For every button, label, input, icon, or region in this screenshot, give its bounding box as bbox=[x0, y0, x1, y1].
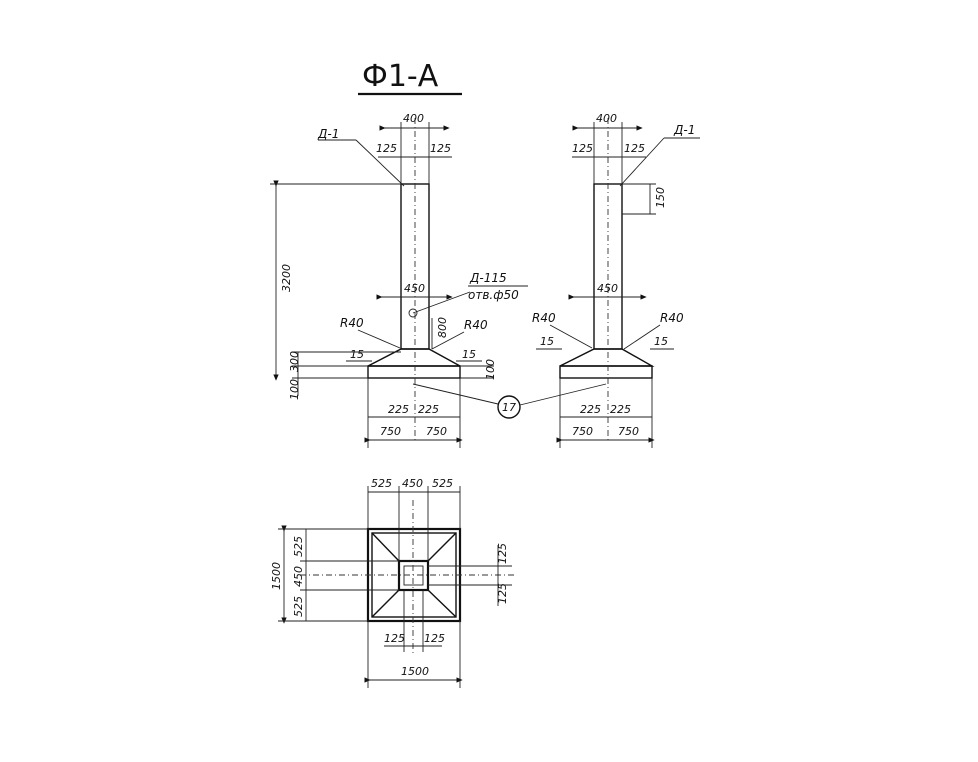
plan-top-c: 525 bbox=[432, 477, 453, 490]
left-top-half-r: 125 bbox=[430, 142, 451, 155]
plan-left-a: 525 bbox=[292, 536, 305, 557]
left-radius-r: R40 bbox=[464, 318, 488, 332]
right-dim-150: 150 bbox=[654, 187, 667, 208]
left-base-l: 750 bbox=[380, 425, 401, 438]
plan-view: 525 450 525 1500 525 450 525 125 125 125… bbox=[270, 477, 515, 688]
right-tag-top: Д-1 bbox=[673, 123, 695, 137]
left-center-r: 225 bbox=[418, 403, 439, 416]
plan-bottom-a: 125 bbox=[384, 632, 405, 645]
left-center-l: 225 bbox=[388, 403, 409, 416]
right-elevation: 400 125 125 Д-1 150 450 R40 R40 15 15 22… bbox=[519, 112, 700, 448]
right-radius-l: R40 bbox=[532, 311, 556, 325]
callout-17: 17 bbox=[502, 401, 516, 414]
plan-top-b: 450 bbox=[402, 477, 423, 490]
left-top-width: 400 bbox=[403, 112, 424, 125]
right-mid-width: 450 bbox=[597, 282, 618, 295]
left-top-half-l: 125 bbox=[376, 142, 397, 155]
right-base-l: 750 bbox=[572, 425, 593, 438]
left-radius-l: R40 bbox=[340, 316, 364, 330]
left-mid-width: 450 bbox=[404, 282, 425, 295]
right-top-width: 400 bbox=[596, 112, 617, 125]
plan-left-b: 450 bbox=[292, 566, 305, 587]
left-base-100-l: 100 bbox=[288, 379, 301, 400]
right-top-half-r: 125 bbox=[624, 142, 645, 155]
plan-right-b: 125 bbox=[496, 583, 509, 604]
right-center-l: 225 bbox=[580, 403, 601, 416]
plan-right-a: 125 bbox=[496, 543, 509, 564]
right-step-l: 15 bbox=[540, 335, 554, 348]
left-step-l: 15 bbox=[350, 348, 364, 361]
plan-left-c: 525 bbox=[292, 596, 305, 617]
right-base-r: 750 bbox=[618, 425, 639, 438]
right-step-r: 15 bbox=[654, 335, 668, 348]
plan-bottom-total: 1500 bbox=[401, 665, 429, 678]
left-dim-800: 800 bbox=[436, 317, 449, 338]
right-radius-r: R40 bbox=[660, 311, 684, 325]
left-base-r: 750 bbox=[426, 425, 447, 438]
left-base-100-r: 100 bbox=[484, 359, 497, 380]
right-center-r: 225 bbox=[610, 403, 631, 416]
drawing-title: Ф1-А bbox=[362, 59, 439, 94]
left-hole-note: отв.ф50 bbox=[468, 288, 519, 302]
left-elevation: 400 125 125 Д-1 3200 450 Д-115 отв.ф50 R… bbox=[270, 112, 528, 448]
left-step-r: 15 bbox=[462, 348, 476, 361]
plan-bottom-b: 125 bbox=[424, 632, 445, 645]
left-base-300: 300 bbox=[288, 351, 301, 372]
left-height-total: 3200 bbox=[280, 264, 293, 292]
right-top-half-l: 125 bbox=[572, 142, 593, 155]
plan-left-total: 1500 bbox=[270, 562, 283, 590]
left-tag-top: Д-1 bbox=[317, 127, 339, 141]
left-tag-hole: Д-115 bbox=[469, 271, 507, 285]
plan-top-a: 525 bbox=[371, 477, 392, 490]
